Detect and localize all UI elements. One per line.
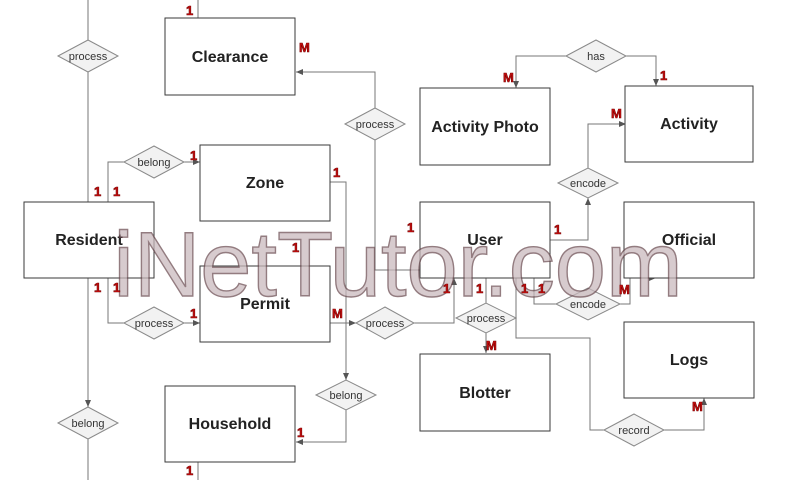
edge-has-photo <box>513 55 566 88</box>
cardinality-one: 1 <box>554 222 561 237</box>
relationship-process-blotter[interactable]: process <box>454 302 518 334</box>
edge-user-encode-activity <box>550 198 591 241</box>
entity-resident[interactable]: Resident <box>23 201 155 279</box>
edge-resident-process-permit <box>105 271 124 324</box>
cardinality-many: M <box>619 282 630 297</box>
relationship-label: has <box>587 51 605 63</box>
relationship-process-clearance[interactable]: process <box>343 107 407 141</box>
cardinality-one: 1 <box>476 281 483 296</box>
cardinality-one: 1 <box>186 3 193 18</box>
cardinality-labels: 1 M M 1 M 1 1 1 1 1 1 1 1 1 1 1 1 1 M 1 … <box>94 3 703 479</box>
entity-household[interactable]: Household <box>164 385 296 463</box>
entity-permit[interactable]: Permit <box>199 265 331 343</box>
cardinality-one: 1 <box>333 165 340 180</box>
relationship-label: process <box>366 318 405 330</box>
cardinality-one: 1 <box>113 280 120 295</box>
relationship-label: belong <box>137 157 170 169</box>
relationship-label: encode <box>570 299 606 311</box>
entity-label: Clearance <box>192 49 269 66</box>
cardinality-one: 1 <box>407 220 414 235</box>
relationship-belong-zone[interactable]: belong <box>122 145 186 179</box>
watermark: iNetTutor.com <box>113 214 682 316</box>
entity-label: Household <box>189 416 272 433</box>
entity-activity[interactable]: Activity <box>624 85 754 163</box>
cardinality-one: 1 <box>94 184 101 199</box>
entity-activity-photo[interactable]: Activity Photo <box>419 87 551 166</box>
edge-encode-activity <box>587 121 626 168</box>
relationship-encode-activity[interactable]: encode <box>556 167 620 199</box>
entity-logs[interactable]: Logs <box>623 321 755 399</box>
edge-belong-household <box>296 410 347 445</box>
cardinality-one: 1 <box>94 280 101 295</box>
relationship-label: process <box>135 318 174 330</box>
edge-user-process-clearance <box>374 140 420 271</box>
relationship-label: process <box>356 119 395 131</box>
edge-user-encode-official <box>533 278 556 305</box>
relationship-encode-official[interactable]: encode <box>554 287 622 321</box>
entity-zone[interactable]: Zone <box>199 144 331 222</box>
entity-label: Zone <box>246 175 284 192</box>
relationship-label: process <box>69 51 108 63</box>
cardinality-one: 1 <box>660 68 667 83</box>
entity-label: Official <box>662 232 716 249</box>
relationship-record[interactable]: record <box>602 413 666 447</box>
cardinality-many: M <box>503 70 514 85</box>
entity-label: Permit <box>240 296 290 313</box>
cardinality-many: M <box>299 40 310 55</box>
entity-label: Activity <box>660 116 718 133</box>
relationship-belong-bottom[interactable]: belong <box>56 406 120 440</box>
entity-user[interactable]: User <box>419 201 551 279</box>
cardinality-one: 1 <box>521 281 528 296</box>
entity-label: Blotter <box>459 385 511 402</box>
edge-process-clearance <box>296 69 376 108</box>
entity-label: Resident <box>55 232 123 249</box>
entity-label: Activity Photo <box>431 119 539 136</box>
relationship-process-permit[interactable]: process <box>122 306 186 340</box>
relationship-process-top[interactable]: process <box>56 39 120 73</box>
cardinality-one: 1 <box>113 184 120 199</box>
relationship-label: belong <box>71 418 104 430</box>
cardinality-many: M <box>611 106 622 121</box>
entity-label: Logs <box>670 352 708 369</box>
cardinality-many: M <box>332 306 343 321</box>
entity-official[interactable]: Official <box>623 201 755 279</box>
edge-process-user <box>414 278 457 324</box>
cardinality-one: 1 <box>186 463 193 478</box>
entity-blotter[interactable]: Blotter <box>419 353 551 432</box>
edge-has-activity <box>626 55 659 86</box>
entity-clearance[interactable]: Clearance <box>164 17 296 96</box>
cardinality-many: M <box>486 338 497 353</box>
cardinality-one: 1 <box>443 281 450 296</box>
relationship-process-user-permit[interactable]: process <box>354 306 416 340</box>
relationship-has[interactable]: has <box>564 39 628 73</box>
edge-zone-belong-household <box>330 181 349 380</box>
relationship-label: belong <box>329 390 362 402</box>
cardinality-one: 1 <box>190 148 197 163</box>
cardinality-one: 1 <box>292 240 299 255</box>
relationship-label: process <box>467 313 506 325</box>
edges <box>85 0 707 480</box>
edge-record-logs <box>664 398 707 431</box>
relationship-label: record <box>618 425 649 437</box>
cardinality-one: 1 <box>538 281 545 296</box>
cardinality-many: M <box>692 399 703 414</box>
edge-resident-belong-zone <box>105 161 124 209</box>
cardinality-one: 1 <box>190 306 197 321</box>
relationship-belong-household[interactable]: belong <box>314 379 378 411</box>
cardinality-one: 1 <box>297 425 304 440</box>
relationship-label: encode <box>570 178 606 190</box>
entity-label: User <box>467 232 503 249</box>
